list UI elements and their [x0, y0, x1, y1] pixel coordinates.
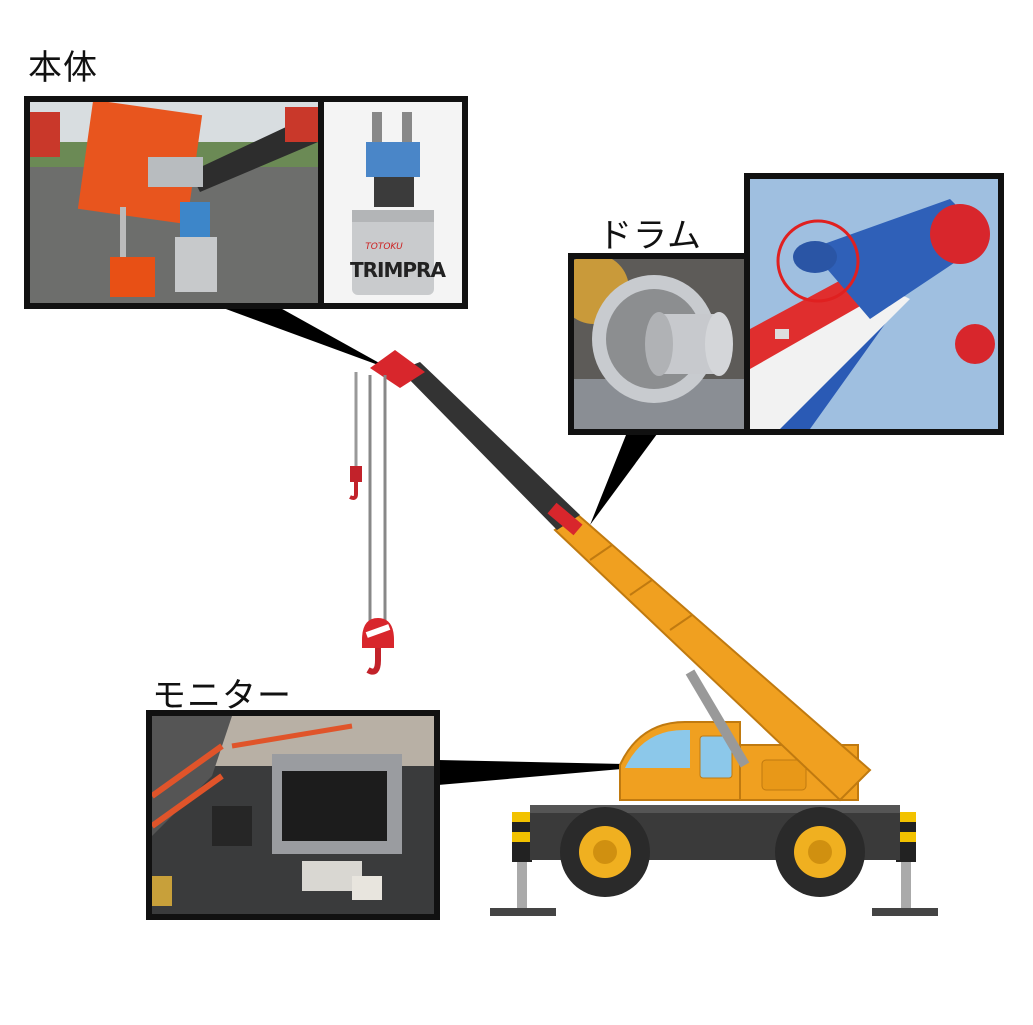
boom-tip	[370, 350, 425, 388]
boom-collar	[547, 502, 583, 536]
lift-cylinder	[685, 669, 750, 768]
product-brand-sub: TOTOKU	[365, 242, 403, 252]
callout-monitor-pointer	[438, 760, 668, 785]
label-drum: ドラム	[598, 216, 702, 256]
main-hook-block	[362, 618, 394, 675]
product-brand: TRIMPRA	[350, 258, 446, 282]
callout-body-pointer	[215, 305, 392, 370]
boom-upper	[400, 362, 580, 530]
wheel-rear	[775, 807, 865, 897]
crane-hook-sensor-photo	[24, 96, 324, 309]
auxiliary-hook	[349, 466, 362, 500]
outrigger-right	[872, 812, 938, 916]
wheel-front	[560, 807, 650, 897]
label-body: 本体	[28, 48, 98, 88]
highlight-circle	[776, 219, 860, 303]
cab-monitor-photo	[146, 710, 440, 920]
trimpra-product-photo: TOTOKU TRIMPRA	[318, 96, 468, 309]
label-monitor: モニター	[152, 676, 292, 716]
boom-mounted-drum-photo	[744, 173, 1004, 435]
outrigger-left	[490, 812, 556, 916]
cable-drum-photo	[568, 253, 750, 435]
callout-drum-pointer	[590, 430, 660, 525]
